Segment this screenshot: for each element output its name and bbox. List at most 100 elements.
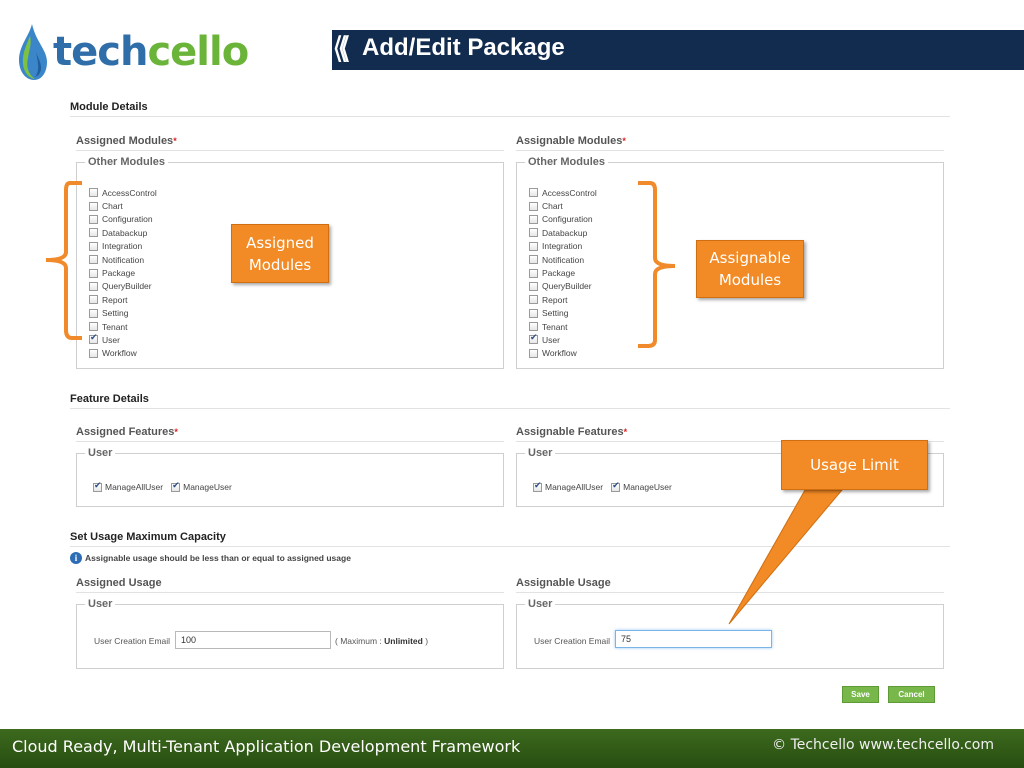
checkbox-item-querybuilder[interactable]: QueryBuilder <box>89 280 157 293</box>
checkbox-checked[interactable] <box>93 481 102 492</box>
footer-bar: Cloud Ready, Multi-Tenant Application De… <box>0 729 1024 768</box>
checkbox-label: Report <box>542 294 568 305</box>
checkbox-unchecked[interactable] <box>89 308 98 318</box>
checkbox-unchecked[interactable] <box>529 188 538 198</box>
footer-tagline: Cloud Ready, Multi-Tenant Application De… <box>12 737 521 756</box>
checkbox-label: Package <box>102 268 136 279</box>
checkbox-unchecked[interactable] <box>529 268 538 278</box>
checkbox-label: Setting <box>102 308 129 319</box>
checkbox-item-package[interactable]: Package <box>529 266 597 279</box>
checkbox-item-manageuser[interactable]: ManageUser <box>611 481 672 492</box>
water-drop-icon <box>19 24 47 80</box>
checkbox-unchecked[interactable] <box>89 255 98 265</box>
info-icon: i <box>70 552 82 564</box>
checkbox-unchecked[interactable] <box>529 281 538 291</box>
checkbox-unchecked[interactable] <box>529 295 538 305</box>
assigned-features-group: User ManageAllUser ManageUser <box>76 447 504 507</box>
checkbox-item-tenant[interactable]: Tenant <box>529 320 597 333</box>
assignable-features-list: ManageAllUser ManageUser <box>533 481 680 492</box>
checkbox-item-workflow[interactable]: Workflow <box>89 347 157 360</box>
checkbox-item-integration[interactable]: Integration <box>529 240 597 253</box>
checkbox-item-setting[interactable]: Setting <box>89 307 157 320</box>
logo-wordmark: techcello <box>53 29 249 75</box>
callout-line: Assignable <box>709 249 791 267</box>
logo-cello-text: cello <box>147 29 249 75</box>
checkbox-item-accesscontrol[interactable]: AccessControl <box>89 186 157 199</box>
group-legend: User <box>528 598 553 610</box>
checkbox-item-accesscontrol[interactable]: AccessControl <box>529 186 597 199</box>
checkbox-unchecked[interactable] <box>529 241 538 251</box>
feature-details-heading: Feature Details <box>70 393 950 409</box>
checkbox-item-report[interactable]: Report <box>89 293 157 306</box>
checkbox-item-manageuser[interactable]: ManageUser <box>171 481 232 492</box>
checkbox-label: AccessControl <box>542 187 597 198</box>
checkbox-item-tenant[interactable]: Tenant <box>89 320 157 333</box>
checkbox-label: Databackup <box>542 227 588 238</box>
checkbox-item-databackup[interactable]: Databackup <box>89 226 157 239</box>
checkbox-unchecked[interactable] <box>89 268 98 278</box>
checkbox-item-chart[interactable]: Chart <box>89 199 157 212</box>
cancel-button[interactable]: Cancel <box>888 686 935 703</box>
checkbox-unchecked[interactable] <box>529 255 538 265</box>
checkbox-checked[interactable] <box>89 333 98 345</box>
required-mark: * <box>174 427 178 437</box>
checkbox-checked[interactable] <box>533 481 542 492</box>
checkbox-item-user[interactable]: User <box>529 333 597 346</box>
checkbox-label: ManageAllUser <box>105 482 164 492</box>
required-mark: * <box>622 136 626 146</box>
checkbox-item-report[interactable]: Report <box>529 293 597 306</box>
checkbox-label: Notification <box>102 254 145 265</box>
checkbox-label: Package <box>542 268 576 279</box>
checkbox-unchecked[interactable] <box>89 295 98 305</box>
checkbox-item-package[interactable]: Package <box>89 266 157 279</box>
checkbox-checked[interactable] <box>529 333 538 345</box>
checkbox-unchecked[interactable] <box>89 228 98 238</box>
required-mark: * <box>173 136 177 146</box>
checkbox-unchecked[interactable] <box>529 322 538 332</box>
checkbox-item-workflow[interactable]: Workflow <box>529 347 597 360</box>
checkbox-unchecked[interactable] <box>89 241 98 251</box>
checkbox-label: Configuration <box>542 214 593 225</box>
footer-copyright: © Techcello www.techcello.com <box>772 737 994 753</box>
group-legend: User <box>88 447 113 459</box>
checkbox-label: ManageAllUser <box>545 482 604 492</box>
checkbox-item-notification[interactable]: Notification <box>529 253 597 266</box>
checkbox-item-chart[interactable]: Chart <box>529 199 597 212</box>
checkbox-unchecked[interactable] <box>529 228 538 238</box>
checkbox-label: AccessControl <box>102 187 157 198</box>
checkbox-item-configuration[interactable]: Configuration <box>529 213 597 226</box>
checkbox-item-databackup[interactable]: Databackup <box>529 226 597 239</box>
checkbox-label: Integration <box>102 241 143 252</box>
checkbox-unchecked[interactable] <box>529 308 538 318</box>
checkbox-item-configuration[interactable]: Configuration <box>89 213 157 226</box>
checkbox-item-setting[interactable]: Setting <box>529 307 597 320</box>
checkbox-label: ManageUser <box>623 482 672 492</box>
checkbox-unchecked[interactable] <box>529 201 538 211</box>
checkbox-item-managealluser[interactable]: ManageAllUser <box>93 481 164 492</box>
checkbox-item-integration[interactable]: Integration <box>89 240 157 253</box>
group-legend: User <box>528 447 553 459</box>
checkbox-label: QueryBuilder <box>102 281 152 292</box>
checkbox-unchecked[interactable] <box>89 201 98 211</box>
assigned-user-creation-email-input[interactable] <box>175 631 331 649</box>
assignable-user-creation-email-input[interactable] <box>615 630 772 648</box>
checkbox-unchecked[interactable] <box>529 214 538 224</box>
save-button[interactable]: Save <box>842 686 879 703</box>
checkbox-unchecked[interactable] <box>89 214 98 224</box>
checkbox-item-managealluser[interactable]: ManageAllUser <box>533 481 604 492</box>
checkbox-unchecked[interactable] <box>529 348 538 358</box>
checkbox-label: Databackup <box>102 227 148 238</box>
checkbox-item-querybuilder[interactable]: QueryBuilder <box>529 280 597 293</box>
checkbox-checked[interactable] <box>611 481 621 492</box>
checkbox-checked[interactable] <box>171 481 181 492</box>
checkbox-unchecked[interactable] <box>89 188 98 198</box>
checkbox-item-user[interactable]: User <box>89 333 157 346</box>
checkbox-unchecked[interactable] <box>89 322 98 332</box>
checkbox-unchecked[interactable] <box>89 281 98 291</box>
callout-line: Modules <box>718 271 782 289</box>
checkbox-label: Tenant <box>102 321 128 332</box>
logo-tech-text: tech <box>53 29 148 75</box>
checkbox-unchecked[interactable] <box>89 348 98 358</box>
usage-limit-callout: Usage Limit <box>781 440 928 490</box>
checkbox-item-notification[interactable]: Notification <box>89 253 157 266</box>
